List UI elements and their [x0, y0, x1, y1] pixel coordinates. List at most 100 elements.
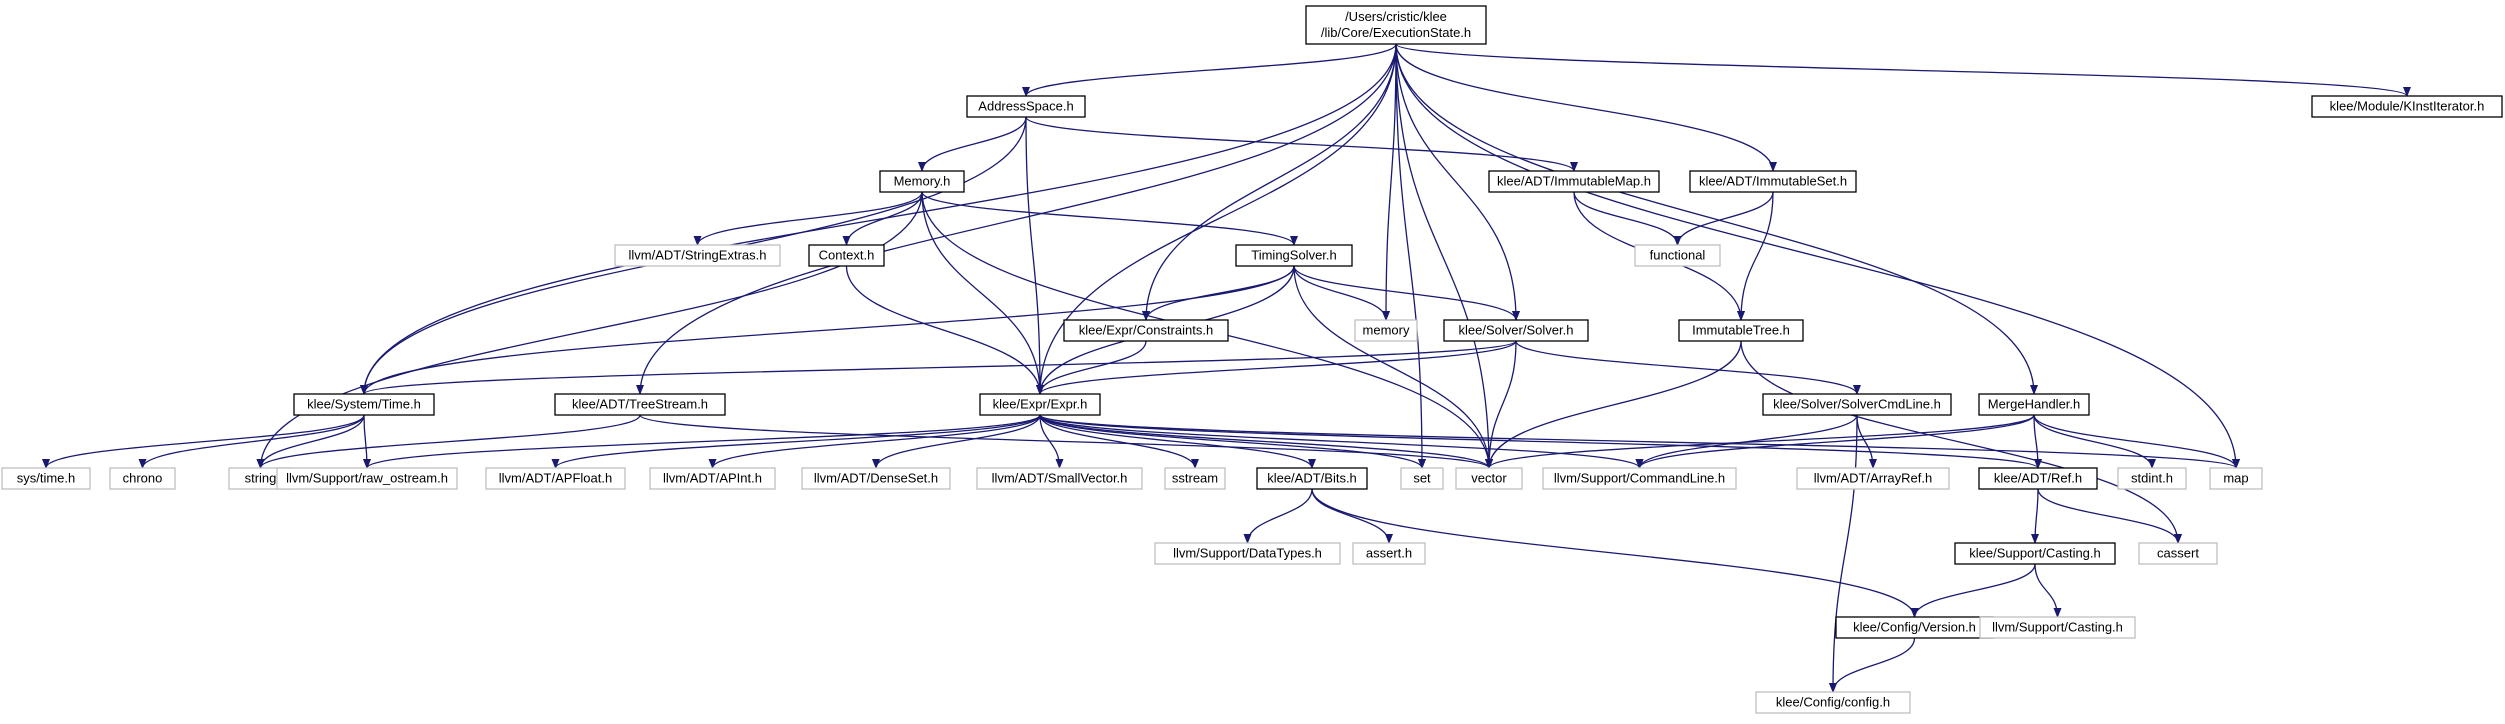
edge-addressspace-to-expr: [1025, 116, 1044, 395]
edge-expr-to-ref: [1039, 414, 2042, 469]
node-denseset: llvm/ADT/DenseSet.h: [801, 467, 951, 490]
edge-immutableset-to-functional: [1673, 191, 1774, 246]
edge-time-to-systime: [42, 414, 365, 469]
node-casting[interactable]: klee/Support/Casting.h: [1954, 542, 2116, 565]
node-solver[interactable]: klee/Solver/Solver.h: [1443, 319, 1589, 342]
node-immutablemap[interactable]: klee/ADT/ImmutableMap.h: [1488, 170, 1660, 193]
node-root[interactable]: /Users/cristic/klee/lib/Core/ExecutionSt…: [1305, 5, 1487, 45]
node-box-apfloat: [485, 467, 626, 490]
node-label-chrono: chrono: [123, 471, 163, 486]
node-box-time: [293, 393, 435, 416]
edge-mergehandler-to-stdint: [2033, 414, 2156, 469]
node-label-version: klee/Config/Version.h: [1853, 620, 1976, 635]
edge-root-to-time: [360, 43, 1397, 395]
node-solvercmd[interactable]: klee/Solver/SolverCmdLine.h: [1762, 393, 1952, 416]
node-config: klee/Config/config.h: [1755, 691, 1911, 714]
node-mergehandler[interactable]: MergeHandler.h: [1978, 393, 2090, 416]
node-box-systime: [1, 467, 91, 490]
node-functional: functional: [1634, 244, 1721, 267]
node-label-string: string: [245, 471, 277, 486]
edge-expr-to-set: [1039, 414, 1426, 469]
edge-root-to-memory_std: [1382, 43, 1397, 321]
node-immutabletree[interactable]: ImmutableTree.h: [1678, 319, 1804, 342]
node-kinstiterator[interactable]: klee/Module/KInstIterator.h: [2311, 95, 2503, 118]
edge-expr-to-vector: [1039, 414, 1493, 469]
node-box-immutableset: [1689, 170, 1857, 193]
node-constraints[interactable]: klee/Expr/Constraints.h: [1063, 319, 1229, 342]
node-version[interactable]: klee/Config/Version.h: [1835, 616, 1994, 639]
node-treestream[interactable]: klee/ADT/TreeStream.h: [554, 393, 726, 416]
node-map: map: [2209, 467, 2263, 490]
node-label-assert: assert.h: [1366, 546, 1412, 561]
node-expr[interactable]: klee/Expr/Expr.h: [979, 393, 1101, 416]
node-label-arrayref: llvm/ADT/ArrayRef.h: [1814, 471, 1932, 486]
node-commandline: llvm/Support/CommandLine.h: [1542, 467, 1737, 490]
node-label-treestream: klee/ADT/TreeStream.h: [572, 397, 708, 412]
node-label-cassert: cassert: [2157, 546, 2199, 561]
edge-root-to-immutableset: [1395, 43, 1777, 172]
edge-expr-to-sstream: [1039, 414, 1199, 469]
node-smallvector: llvm/ADT/SmallVector.h: [976, 467, 1143, 490]
edge-expr-to-apint: [708, 414, 1041, 469]
node-label-time: klee/System/Time.h: [307, 397, 421, 412]
edge-addressspace-to-memory_h: [918, 116, 1027, 172]
node-ref[interactable]: klee/ADT/Ref.h: [1978, 467, 2098, 490]
node-box-stdint: [2117, 467, 2187, 490]
node-sstream: sstream: [1164, 467, 1226, 490]
node-time[interactable]: klee/System/Time.h: [293, 393, 435, 416]
node-label-solver: klee/Solver/Solver.h: [1459, 323, 1574, 338]
node-box-sstream: [1164, 467, 1226, 490]
node-box-chrono: [109, 467, 176, 490]
node-label-raw_ostream: llvm/Support/raw_ostream.h: [286, 471, 448, 486]
edge-expr-to-raw_ostream: [363, 414, 1041, 469]
node-box-set: [1400, 467, 1444, 490]
node-label-config: klee/Config/config.h: [1776, 695, 1890, 710]
node-label-sstream: sstream: [1172, 471, 1218, 486]
edge-treestream-to-vector: [639, 414, 1493, 469]
node-box-mergehandler: [1978, 393, 2090, 416]
edge-root-to-treestream: [636, 43, 1397, 395]
node-context[interactable]: Context.h: [808, 244, 885, 267]
node-datatypes: llvm/Support/DataTypes.h: [1154, 542, 1341, 565]
edge-ref-to-cassert: [2037, 488, 2182, 544]
edge-root-to-solver: [1395, 43, 1520, 321]
node-label-apfloat: llvm/ADT/APFloat.h: [499, 471, 612, 486]
edge-memory_h-to-string: [256, 191, 923, 469]
edge-time-to-string: [256, 414, 365, 469]
node-box-solvercmd: [1762, 393, 1952, 416]
edge-root-to-mergehandler: [1395, 43, 2038, 395]
node-apfloat: llvm/ADT/APFloat.h: [485, 467, 626, 490]
node-label-kinstiterator: klee/Module/KInstIterator.h: [2330, 99, 2485, 114]
node-box-immutablemap: [1488, 170, 1660, 193]
edge-memory_h-to-context: [842, 191, 923, 246]
node-box-map: [2209, 467, 2263, 490]
edge-constraints-to-expr: [1036, 340, 1147, 395]
node-box-addressspace: [966, 95, 1086, 118]
node-label-systime: sys/time.h: [17, 471, 76, 486]
node-box-llvmcasting: [1979, 616, 2136, 639]
node-memory_h[interactable]: Memory.h: [879, 170, 965, 193]
node-box-constraints: [1063, 319, 1229, 342]
edge-root-to-expr: [1036, 43, 1397, 395]
edge-expr-to-smallvector: [1039, 414, 1064, 469]
node-box-solver: [1443, 319, 1589, 342]
edges-layer: [42, 43, 2411, 693]
edge-casting-to-version: [1910, 563, 2036, 618]
node-timingsolver[interactable]: TimingSolver.h: [1235, 244, 1353, 267]
node-label-vector: vector: [1471, 471, 1507, 486]
node-label-stringextras: llvm/ADT/StringExtras.h: [629, 248, 767, 263]
node-box-config: [1755, 691, 1911, 714]
node-box-treestream: [554, 393, 726, 416]
edge-ref-to-casting: [2031, 488, 2040, 544]
node-bits[interactable]: klee/ADT/Bits.h: [1256, 467, 1368, 490]
node-label-solvercmd: klee/Solver/SolverCmdLine.h: [1773, 397, 1941, 412]
edge-immutabletree-to-cassert: [1740, 340, 2182, 544]
node-label-set: set: [1413, 471, 1431, 486]
edge-bits-to-datatypes: [1243, 488, 1313, 544]
node-label-memory_std: memory: [1363, 323, 1410, 338]
node-immutableset[interactable]: klee/ADT/ImmutableSet.h: [1689, 170, 1857, 193]
node-box-functional: [1634, 244, 1721, 267]
node-addressspace[interactable]: AddressSpace.h: [966, 95, 1086, 118]
node-box-immutabletree: [1678, 319, 1804, 342]
